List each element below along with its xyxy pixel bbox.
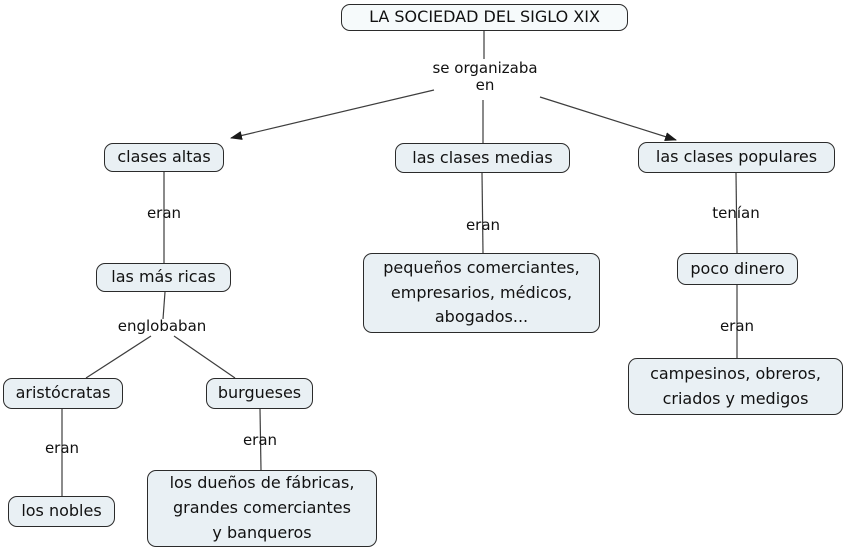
node-populares-integrantes[interactable]: campesinos, obreros, criados y medigos — [628, 358, 843, 415]
edge-label-englobaban: englobaban — [117, 317, 207, 335]
node-medias-integrantes[interactable]: pequeños comerciantes, empresarios, médi… — [363, 253, 600, 333]
node-clases-altas[interactable]: clases altas — [104, 143, 224, 172]
node-las-mas-ricas[interactable]: las más ricas — [96, 263, 231, 292]
edge-populares-to-dinero — [735, 172, 738, 254]
edge-label-medias-eran: eran — [465, 216, 501, 234]
node-clases-populares[interactable]: las clases populares — [638, 142, 835, 173]
edge-englobaban-to-aristocratas — [85, 335, 152, 379]
node-poco-dinero[interactable]: poco dinero — [677, 253, 798, 285]
edge-root-to-clases-populares — [539, 96, 677, 141]
edge-label-se-organizaba-en: se organizaba en — [432, 59, 538, 94]
node-clases-medias[interactable]: las clases medias — [395, 143, 570, 173]
edge-label-altas-eran: eran — [146, 204, 182, 222]
edge-englobaban-to-burgueses — [173, 335, 236, 379]
edge-medias-to-desc — [481, 172, 484, 254]
node-aristocratas[interactable]: aristócratas — [3, 378, 123, 409]
node-burgueses[interactable]: burgueses — [206, 378, 313, 409]
edge-root-to-clases-altas — [230, 89, 435, 140]
edge-ricas-to-englobaban — [162, 291, 166, 320]
node-title[interactable]: LA SOCIEDAD DEL SIGLO XIX — [341, 4, 628, 31]
edge-burgueses-to-duenos — [259, 408, 262, 471]
node-duenos-fabricas[interactable]: los dueños de fábricas, grandes comercia… — [147, 470, 377, 547]
edge-label-populares-tenian: tenían — [712, 204, 760, 222]
edge-label-aristocratas-eran: eran — [44, 439, 80, 457]
edge-label-burgueses-eran: eran — [242, 431, 278, 449]
edge-label-dinero-eran: eran — [719, 317, 755, 335]
node-los-nobles[interactable]: los nobles — [8, 496, 115, 527]
